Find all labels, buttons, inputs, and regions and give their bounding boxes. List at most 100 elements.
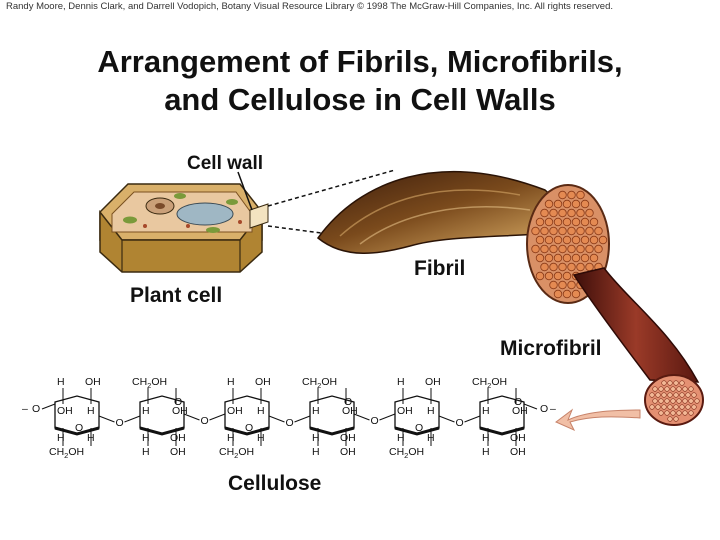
microfibril-dot — [594, 226, 603, 236]
microfibril-dot — [553, 271, 563, 281]
microfibril-dot — [553, 253, 563, 263]
chem-atom-label: H — [227, 432, 235, 444]
microfibril-dot — [585, 262, 594, 272]
chem-atom-label: H — [482, 446, 490, 458]
chem-atom-label: H — [257, 405, 265, 417]
chem-atom-label: H — [312, 432, 320, 444]
microfibril-dot — [585, 208, 594, 218]
title-line-1: Arrangement of Fibrils, Microfibrils, — [97, 44, 623, 79]
glycosidic-oxygen-label: O — [456, 417, 464, 429]
chem-atom-label: OH — [425, 376, 441, 388]
microfibril-dot — [567, 280, 576, 290]
ch2oh-group-label: CH2OH — [472, 376, 507, 390]
glycosidic-oxygen-label: O — [371, 415, 379, 427]
chain-end-oxygen: O — [540, 403, 548, 415]
title-line-2: and Cellulose in Cell Walls — [164, 82, 556, 117]
microfibril-dot — [576, 190, 585, 200]
fibril-illustration — [316, 171, 610, 304]
chem-atom-label: O — [514, 396, 522, 408]
microfibril-dot — [576, 208, 585, 218]
microfibril-dot — [535, 235, 545, 245]
microfibril-dot — [558, 244, 567, 254]
microfibril-dot — [558, 190, 567, 200]
cellulose-strand-dot — [652, 386, 658, 392]
glycosidic-oxygen-label: O — [201, 415, 209, 427]
label-microfibril: Microfibril — [500, 337, 602, 360]
cellulose-strand-dot — [664, 398, 670, 404]
glycosidic-oxygen-label: O — [286, 417, 294, 429]
cellulose-strand-dot — [694, 398, 700, 404]
chem-atom-label: OH — [57, 405, 73, 417]
cellulose-strand-dot — [670, 386, 676, 392]
chem-atom-label: H — [57, 376, 65, 388]
chain-end-oxygen: O — [32, 403, 40, 415]
glucose-ring — [139, 388, 185, 446]
glucose-ring — [394, 388, 440, 446]
microfibril-dot — [580, 235, 590, 245]
microfibril-dot — [562, 199, 572, 209]
microfibril-dot — [531, 226, 540, 236]
microfibril-dot — [549, 262, 558, 272]
label-cellulose: Cellulose — [228, 472, 321, 495]
microfibril-dot — [571, 217, 581, 227]
chem-atom-label: H — [312, 405, 320, 417]
cellulose-strand-dot — [655, 392, 661, 398]
cellulose-strand-dot — [670, 398, 676, 404]
chem-atom-label: H — [227, 376, 235, 388]
microfibril-dot — [562, 289, 572, 299]
microfibril-dot — [562, 217, 572, 227]
chem-atom-label: O — [75, 422, 83, 434]
microfibril-dot — [540, 244, 549, 254]
cellulose-strand-dot — [670, 410, 676, 416]
chem-atom-label: OH — [510, 446, 526, 458]
chain-end-dash: – — [22, 403, 28, 415]
chem-atom-label: H — [142, 432, 150, 444]
microfibril-dot — [562, 271, 572, 281]
cellulose-strand-dot — [676, 398, 682, 404]
microfibril-dot — [571, 289, 581, 299]
cellulose-strand-dot — [661, 404, 667, 410]
microfibril-dot — [589, 253, 599, 263]
microfibril-dot — [589, 235, 599, 245]
zoom-line-top — [267, 169, 396, 207]
chem-atom-label: H — [397, 376, 405, 388]
ch2oh-group-label: CH2OH — [219, 446, 254, 460]
microfibril-illustration — [572, 267, 704, 426]
chem-atom-label: OH — [510, 432, 526, 444]
chain-end-dash: – — [550, 403, 556, 415]
microfibril-dot — [553, 235, 563, 245]
microfibril-dot — [571, 253, 581, 263]
chem-atom-label: H — [397, 432, 405, 444]
cellulose-strand-dot — [688, 398, 694, 404]
label-fibril: Fibril — [414, 257, 465, 280]
cellulose-strand-dot — [679, 392, 685, 398]
chem-atom-label: H — [87, 405, 95, 417]
chem-atom-label: H — [142, 405, 150, 417]
cellulose-strand-dot — [655, 404, 661, 410]
plant-cell-illustration — [99, 183, 269, 273]
cellulose-strand-dot — [661, 392, 667, 398]
chem-atom-label: H — [427, 405, 435, 417]
microfibril-dot — [576, 262, 585, 272]
cellulose-strand-dot — [685, 392, 691, 398]
chem-atom-label: OH — [172, 405, 188, 417]
microfibril-dot — [544, 235, 554, 245]
microfibril-dot — [549, 280, 558, 290]
microfibril-dot — [571, 235, 581, 245]
glucose-ring — [309, 388, 355, 446]
chem-atom-label: OH — [340, 432, 356, 444]
chem-atom-label: O — [344, 396, 352, 408]
microfibril-dot — [544, 199, 554, 209]
cellulose-strand-dot — [667, 380, 673, 386]
ch2oh-group-label: CH2OH — [302, 376, 337, 390]
cellulose-strand-dot — [682, 398, 688, 404]
microfibril-dot — [553, 199, 563, 209]
fibril-microfibril-dots — [531, 190, 608, 299]
microfibril-dot — [589, 217, 599, 227]
microfibril-dot — [580, 253, 590, 263]
microfibril-dot — [549, 244, 558, 254]
microfibril-dot — [540, 226, 549, 236]
microfibril-dot — [558, 280, 567, 290]
glucose-ring — [479, 388, 525, 446]
